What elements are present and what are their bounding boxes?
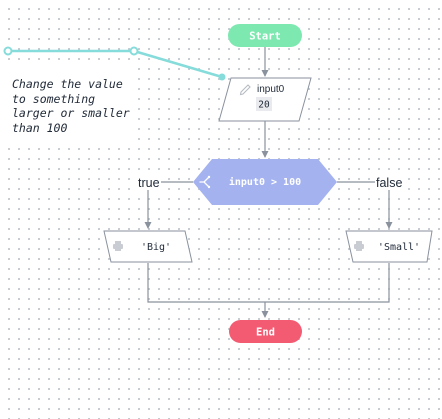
input-node-value[interactable]: 20 bbox=[258, 100, 270, 111]
output-small-node-label: 'Small' bbox=[378, 242, 420, 253]
comment-connector[interactable] bbox=[3, 46, 226, 81]
comment-text[interactable]: Change the value to something larger or … bbox=[12, 77, 130, 135]
decision-node-label: input0 > 100 bbox=[229, 176, 301, 188]
pencil-icon bbox=[239, 84, 251, 96]
decision-node-shape bbox=[193, 159, 337, 205]
comment-handle-middle[interactable] bbox=[129, 46, 139, 56]
comment-handle-left[interactable] bbox=[3, 46, 13, 56]
comment-handle-end[interactable] bbox=[218, 73, 226, 81]
output-big-node-shape bbox=[103, 230, 193, 263]
branch-icon bbox=[199, 175, 211, 189]
end-node-label: End bbox=[256, 327, 275, 339]
edge-big-to-merge bbox=[147, 263, 265, 303]
edge-small-to-merge bbox=[265, 263, 390, 303]
start-node[interactable]: Start bbox=[228, 24, 302, 47]
output-small-node[interactable]: 'Small' bbox=[345, 230, 433, 263]
start-node-shape bbox=[228, 24, 302, 47]
end-node-shape bbox=[229, 320, 302, 343]
output-small-node-shape bbox=[345, 230, 433, 263]
false-branch-label: false bbox=[375, 176, 404, 190]
decision-node[interactable]: input0 > 100 bbox=[193, 159, 337, 205]
input-node[interactable]: input0 20 bbox=[218, 77, 312, 122]
output-big-node-label: 'Big' bbox=[141, 242, 171, 253]
printer-icon bbox=[113, 241, 123, 251]
comment-box[interactable] bbox=[0, 62, 130, 140]
end-node[interactable]: End bbox=[229, 320, 302, 343]
output-big-node[interactable]: 'Big' bbox=[103, 230, 193, 263]
printer-icon bbox=[354, 241, 364, 251]
input-node-value-box[interactable] bbox=[256, 97, 272, 111]
true-branch-label: true bbox=[137, 176, 161, 190]
input-node-label: input0 bbox=[257, 84, 285, 95]
start-node-label: Start bbox=[249, 31, 281, 43]
comment-connector-segment-b bbox=[133, 49, 223, 79]
